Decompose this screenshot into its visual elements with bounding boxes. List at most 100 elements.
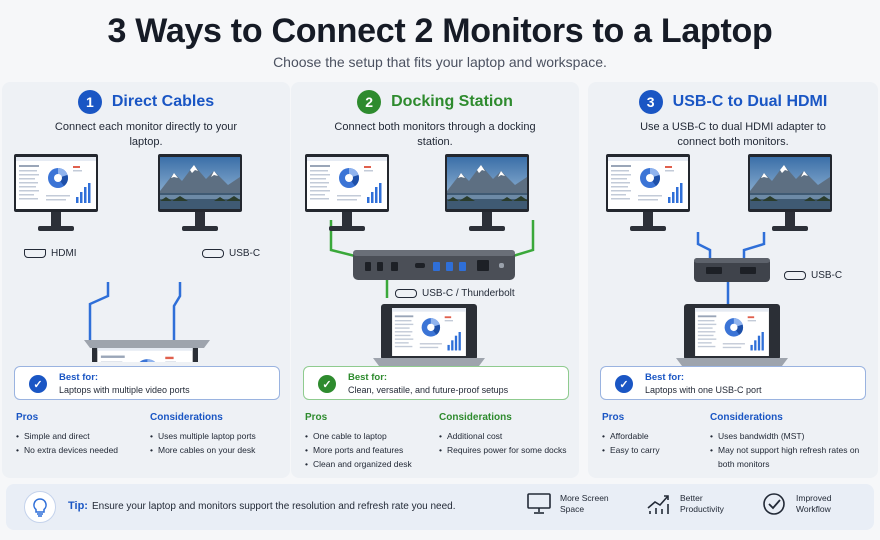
best-for-title: Best for: xyxy=(348,372,388,383)
panel-description: Use a USB-C to dual HDMI adapter to conn… xyxy=(640,121,826,148)
list-item: More cables on your desk xyxy=(150,443,286,457)
pros-heading: Pros xyxy=(305,412,328,423)
usbc-port-icon xyxy=(202,249,224,258)
hdmi-cable-left xyxy=(696,232,712,258)
check-icon: ✓ xyxy=(318,375,336,393)
considerations-list: Considerations Additional cost Requires … xyxy=(439,412,575,457)
chart-icon xyxy=(647,495,669,514)
list-item: Easy to carry xyxy=(602,443,722,457)
benefit-better-productivity: Better Productivity xyxy=(646,492,736,516)
monitor-screen-dashboard xyxy=(608,157,688,209)
panel-header: 1 Direct Cables xyxy=(2,90,290,114)
pros-heading: Pros xyxy=(16,412,39,423)
best-for-box: ✓ Best for: Laptops with multiple video … xyxy=(14,366,280,400)
check-icon: ✓ xyxy=(29,375,47,393)
monitor-screen-mountains xyxy=(750,157,830,209)
left-monitor xyxy=(606,154,690,231)
left-monitor xyxy=(14,154,98,231)
docking-station xyxy=(353,250,515,280)
usbc-dual-hdmi-adapter xyxy=(694,258,770,282)
tip-body: Ensure your laptop and monitors support … xyxy=(91,501,456,512)
monitor-icon xyxy=(527,493,551,514)
usbc-port-label: USB-C xyxy=(202,248,260,259)
panel-title: Docking Station xyxy=(391,93,513,110)
list-item: May not support high refresh rates on bo… xyxy=(710,443,870,471)
right-monitor xyxy=(748,154,832,231)
monitor-screen-mountains xyxy=(160,157,240,209)
best-for-text: Laptops with multiple video ports xyxy=(59,385,190,395)
pros-heading: Pros xyxy=(602,412,625,423)
monitor-cable-right xyxy=(512,220,535,258)
usbc-cable xyxy=(172,282,182,344)
best-for-box: ✓ Best for: Clean, versatile, and future… xyxy=(303,366,569,400)
laptop-base xyxy=(373,358,485,366)
right-monitor xyxy=(158,154,242,231)
list-item: Affordable xyxy=(602,429,722,443)
list-item: More ports and features xyxy=(305,443,425,457)
usbc-dual-hdmi-diagram xyxy=(606,154,832,360)
considerations-heading: Considerations xyxy=(439,412,512,423)
list-item: Additional cost xyxy=(439,429,575,443)
hdmi-port-label: HDMI xyxy=(24,248,77,259)
panel-description: Connect both monitors through a docking … xyxy=(334,121,536,148)
laptop-base xyxy=(676,358,788,366)
pros-list: Pros Affordable Easy to carry xyxy=(602,412,722,457)
considerations-list: Considerations Uses multiple laptop port… xyxy=(150,412,286,457)
pros-list: Pros Simple and direct No extra devices … xyxy=(16,412,136,457)
list-item: One cable to laptop xyxy=(305,429,425,443)
page-title: 3 Ways to Connect 2 Monitors to a Laptop xyxy=(107,12,773,50)
docking-station-diagram xyxy=(305,154,535,360)
considerations-heading: Considerations xyxy=(710,412,783,423)
pros-list: Pros One cable to laptop More ports and … xyxy=(305,412,425,471)
best-for-title: Best for: xyxy=(59,372,99,383)
list-item: Clean and organized desk xyxy=(305,457,425,471)
list-item: Uses bandwidth (MST) xyxy=(710,429,870,443)
hdmi-port-icon xyxy=(24,249,46,258)
tip-label: Tip: xyxy=(68,500,88,512)
benefit-label: More Screen Space xyxy=(560,493,609,514)
panel-header: 2 Docking Station xyxy=(291,90,579,114)
panel-title: Direct Cables xyxy=(111,93,215,110)
check-icon: ✓ xyxy=(615,375,633,393)
benefit-label: Improved Workflow xyxy=(796,493,832,514)
step-number-badge: 3 xyxy=(638,90,663,114)
hdmi-cable-right xyxy=(742,232,766,258)
monitor-screen-mountains xyxy=(447,157,527,209)
monitor-screen-dashboard xyxy=(307,157,387,209)
usbc-thunderbolt-label: USB-C / Thunderbolt xyxy=(395,288,515,299)
laptop xyxy=(684,304,780,360)
step-number-badge: 1 xyxy=(77,90,102,114)
laptop xyxy=(381,304,477,360)
panel-docking-station: 2 Docking Station Connect both monitors … xyxy=(291,82,579,478)
usbc-port-icon xyxy=(395,289,417,298)
best-for-title: Best for: xyxy=(645,372,685,383)
benefit-label: Better Productivity xyxy=(680,493,724,514)
list-item: Simple and direct xyxy=(16,429,136,443)
tip-text: Tip:Ensure your laptop and monitors supp… xyxy=(68,500,456,512)
panel-direct-cables: 1 Direct Cables Connect each monitor dir… xyxy=(2,82,290,478)
list-item: No extra devices needed xyxy=(16,443,136,457)
benefit-improved-workflow: Improved Workflow xyxy=(762,492,846,516)
step-number-badge: 2 xyxy=(357,90,382,114)
laptop-base xyxy=(84,340,210,348)
panel-header: 3 USB-C to Dual HDMI xyxy=(588,90,878,114)
panel-title: USB-C to Dual HDMI xyxy=(672,93,828,110)
benefit-more-screen-space: More Screen Space xyxy=(526,492,616,516)
usbc-port-icon xyxy=(784,271,806,280)
page-subtitle: Choose the setup that fits your laptop a… xyxy=(273,54,607,70)
left-monitor xyxy=(305,154,389,231)
considerations-heading: Considerations xyxy=(150,412,223,423)
best-for-text: Laptops with one USB-C port xyxy=(645,385,762,395)
best-for-text: Clean, versatile, and future-proof setup… xyxy=(348,385,509,395)
panel-description: Connect each monitor directly to your la… xyxy=(54,121,238,148)
list-item: Uses multiple laptop ports xyxy=(150,429,286,443)
right-monitor xyxy=(445,154,529,231)
panel-usbc-dual-hdmi: 3 USB-C to Dual HDMI Use a USB-C to dual… xyxy=(588,82,878,478)
check-circle-icon xyxy=(763,493,785,515)
hdmi-cable xyxy=(88,282,110,344)
best-for-box: ✓ Best for: Laptops with one USB-C port xyxy=(600,366,866,400)
monitor-screen-dashboard xyxy=(16,157,96,209)
list-item: Requires power for some docks xyxy=(439,443,575,457)
usbc-port-label: USB-C xyxy=(784,270,842,281)
considerations-list: Considerations Uses bandwidth (MST) May … xyxy=(710,412,870,471)
